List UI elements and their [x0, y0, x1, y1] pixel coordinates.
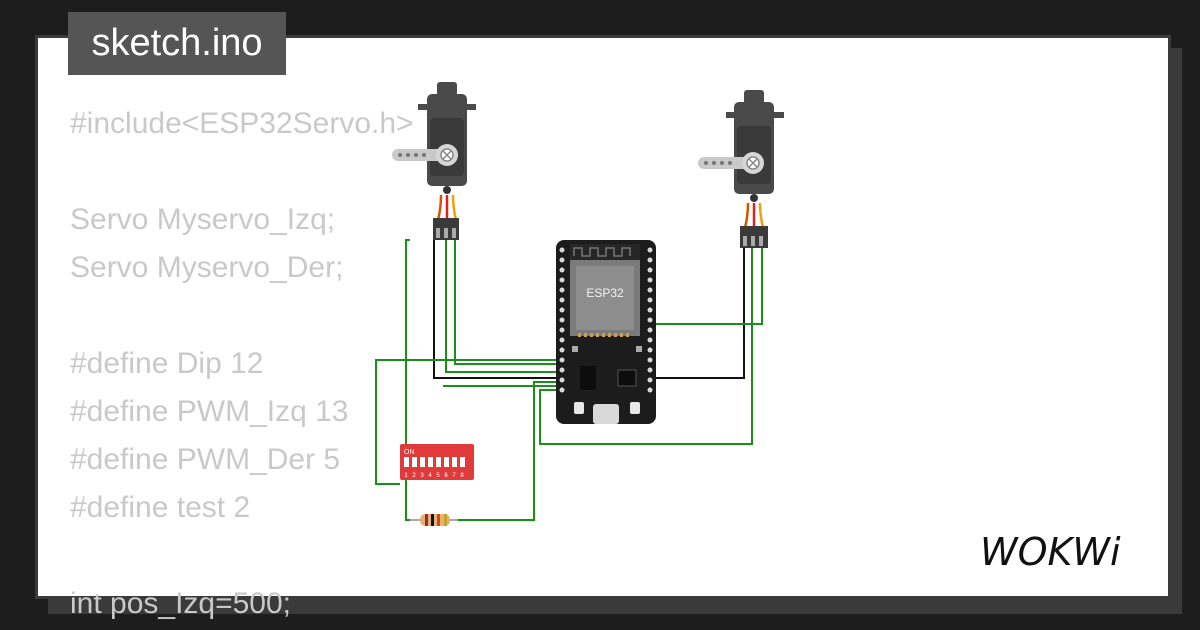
dip-on-label: ON — [404, 449, 415, 456]
wire-right-vcc — [539, 248, 753, 445]
wire-dip-to-board — [375, 359, 560, 485]
dip-pos-4: 4 — [428, 473, 432, 479]
servo-left[interactable] — [392, 82, 476, 240]
wokwi-logo-text: WOKWi — [980, 530, 1121, 574]
wire-left-to-resistor — [405, 239, 410, 521]
dip-pos-6: 6 — [444, 473, 448, 479]
code-line-4: Servo Myservo_Der; — [70, 251, 344, 284]
code-line-1: #include<ESP32Servo.h> — [70, 107, 414, 140]
resistor[interactable] — [410, 514, 458, 526]
dip-pos-1: 1 — [404, 473, 408, 479]
code-line-9: #define test 2 — [70, 491, 251, 524]
esp32-board[interactable]: ESP32 — [556, 240, 656, 424]
esp32-label: ESP32 — [586, 286, 624, 300]
dip-pos-3: 3 — [420, 473, 424, 479]
wire-right-signal — [650, 248, 763, 325]
wire-left-gnd — [433, 240, 560, 379]
dip-pos-2: 2 — [412, 473, 416, 479]
wire-left-vcc — [445, 240, 560, 373]
code-preview: #include<ESP32Servo.h> Servo Myservo_Izq… — [70, 100, 414, 628]
code-line-3: Servo Myservo_Izq; — [70, 203, 336, 236]
code-line-6: #define Dip 12 — [70, 347, 264, 380]
code-line-8: #define PWM_Der 5 — [70, 443, 341, 476]
code-line-7: #define PWM_Izq 13 — [70, 395, 349, 428]
wire-resistor-to-board — [456, 381, 560, 521]
servo-right[interactable] — [698, 90, 784, 248]
wire-left-signal — [454, 240, 560, 365]
dip-switch[interactable]: ON 1 2 3 4 5 6 7 8 — [400, 444, 474, 480]
file-tab[interactable]: sketch.ino — [68, 12, 286, 75]
dip-pos-7: 7 — [452, 473, 456, 479]
dip-pos-5: 5 — [436, 473, 440, 479]
dip-pos-8: 8 — [460, 473, 464, 479]
wires — [375, 239, 763, 521]
wokwi-logo: WOKWi — [980, 530, 1121, 574]
code-line-11: int pos_Izq=500; — [70, 587, 292, 620]
